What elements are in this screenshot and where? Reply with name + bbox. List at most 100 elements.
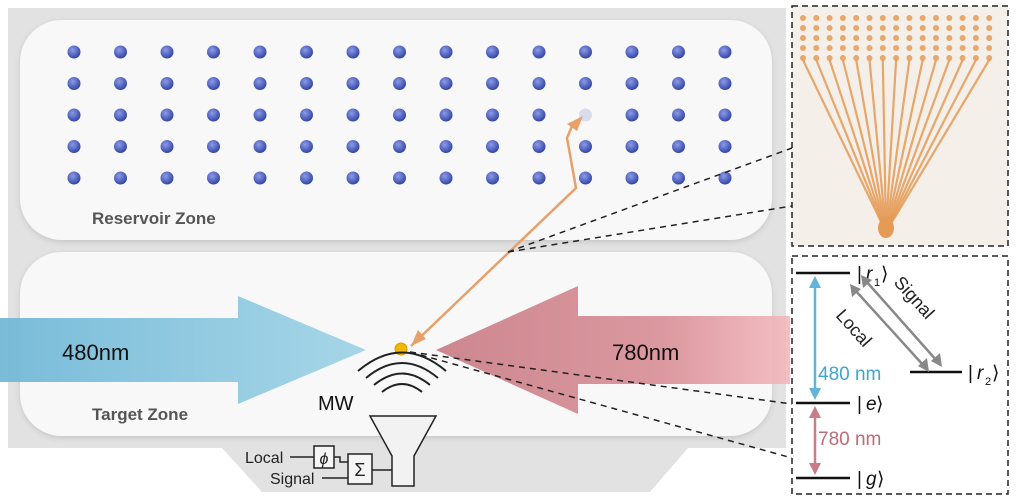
tweezer-spot [813, 35, 820, 41]
atom [625, 171, 639, 185]
svg-text:r: r [866, 264, 873, 285]
atom [532, 140, 546, 153]
tweezer-spot [800, 15, 806, 21]
tweezer-beam-line [884, 59, 924, 233]
tweezer-beam-line [868, 59, 888, 233]
atom [300, 45, 313, 59]
tweezer-spot [800, 25, 806, 31]
tweezer-spot [893, 35, 900, 41]
local-label: Local [245, 450, 283, 467]
tweezer-beam-line [828, 59, 888, 233]
tweezer-spot [972, 45, 979, 51]
tweezer-focus [878, 218, 894, 238]
atom [207, 77, 220, 90]
atom [160, 171, 174, 185]
tweezer-beam-line [885, 59, 991, 233]
atom [207, 45, 220, 59]
tweezer-spot [879, 45, 886, 51]
tweezer-spot [893, 15, 900, 21]
local-arrow [850, 284, 929, 372]
tweezer-spot [826, 45, 833, 51]
horn-antenna-icon [368, 415, 438, 487]
tweezer-spot [959, 35, 966, 41]
tweezer-spot [866, 35, 873, 41]
atom [253, 108, 267, 122]
svg-text:⟩: ⟩ [992, 363, 999, 384]
atom [67, 140, 81, 153]
tweezer-beam-line [884, 59, 911, 233]
tweezer-spot [972, 55, 979, 61]
atom [672, 171, 685, 185]
atom [253, 77, 267, 90]
tweezer-beam-line [884, 59, 938, 233]
tweezer-spot [959, 55, 966, 61]
tweezer-spot [946, 15, 953, 21]
atom [67, 171, 81, 185]
tweezer-spot [986, 45, 993, 51]
tweezer-spot [879, 55, 886, 61]
tweezer-beam-line [884, 59, 951, 233]
tweezer-spot [800, 35, 806, 41]
atom [439, 171, 453, 185]
tweezer-spot [893, 55, 900, 61]
tweezer-spot [826, 55, 833, 61]
svg-text:|: | [968, 363, 973, 384]
svg-text:|: | [857, 394, 862, 415]
atom [300, 140, 313, 153]
atom [718, 140, 732, 153]
atom [207, 140, 220, 153]
laser-beam-480 [0, 296, 366, 404]
target-zone [20, 252, 772, 436]
tweezer-spot [853, 35, 860, 41]
atom [207, 108, 220, 122]
svg-text:⟩: ⟩ [876, 394, 883, 415]
tweezer-spot [986, 25, 993, 31]
tweezer-spot [919, 25, 926, 31]
atom [439, 77, 453, 90]
tweezer-spot [946, 45, 953, 51]
atom [393, 140, 406, 153]
atom [625, 77, 639, 90]
atom [486, 77, 499, 90]
tweezer-spot [933, 25, 939, 31]
tweezer-spot [826, 25, 833, 31]
tweezer-spot [800, 45, 806, 51]
ket-r1: | r 1 ⟩ [857, 264, 888, 289]
atom [346, 140, 360, 153]
tweezer-spot [879, 35, 886, 41]
svg-text:r: r [977, 363, 984, 384]
atom [253, 45, 267, 59]
atom [625, 108, 639, 122]
atom [160, 140, 174, 153]
atom [532, 45, 546, 59]
tweezer-beam-line [881, 59, 888, 233]
transport-arrowhead [411, 330, 426, 346]
atom [393, 108, 406, 122]
ket-e: | e ⟩ [857, 394, 883, 415]
atom-array [67, 45, 732, 185]
svg-text:2: 2 [985, 376, 991, 388]
tweezer-spot [933, 35, 939, 41]
tweezer-spot [906, 25, 913, 31]
tweezer-spot [826, 15, 833, 21]
tweezer-spot [919, 35, 926, 41]
atom [579, 140, 592, 153]
atom [486, 140, 499, 153]
tweezer-fan [800, 15, 993, 238]
sum-symbol: Σ [354, 460, 365, 480]
atom [393, 45, 406, 59]
atom [160, 45, 174, 59]
tweezer-spot [959, 25, 966, 31]
tweezer-spot [853, 45, 860, 51]
laser-780-label: 780nm [612, 340, 679, 365]
atom [718, 171, 732, 185]
tweezer-spot [933, 15, 939, 21]
atom [114, 108, 127, 122]
tweezer-spot [986, 35, 993, 41]
phase-symbol: ϕ [320, 451, 329, 468]
tweezer-spot [826, 35, 833, 41]
tweezer-spot [946, 35, 953, 41]
atom [67, 77, 81, 90]
